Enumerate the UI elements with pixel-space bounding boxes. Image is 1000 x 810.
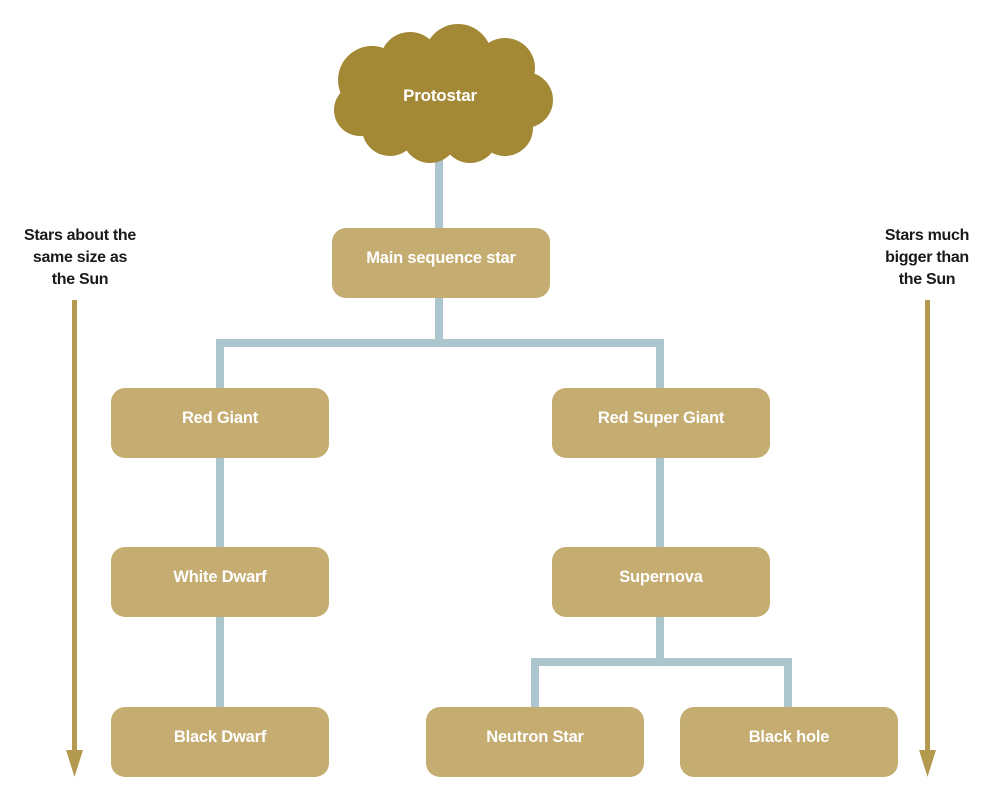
arrow-left [66, 300, 83, 777]
node-main-sequence-star: Main sequence star [332, 228, 550, 298]
node-white-dwarf: White Dwarf [111, 547, 329, 617]
node-red-super-giant: Red Super Giant [552, 388, 770, 458]
left-label-line: Stars about the [24, 227, 136, 244]
node-black-dwarf: Black Dwarf [111, 707, 329, 777]
right-side-label: Stars much bigger than the Sun [862, 225, 992, 291]
arrow-right [919, 300, 936, 777]
connector-supernova-neutron [531, 617, 664, 709]
protostar-cloud [334, 24, 553, 163]
node-black-hole: Black hole [680, 707, 898, 777]
connector-main-branches [216, 298, 443, 390]
node-red-giant: Red Giant [111, 388, 329, 458]
connector-main-to-rsg [439, 339, 664, 390]
right-label-line: Stars much [884, 227, 970, 244]
left-side-label: Stars about the same size as the Sun [5, 225, 155, 291]
left-label-line: the Sun [51, 271, 109, 288]
protostar-label: Protostar [403, 86, 477, 105]
node-neutron-star: Neutron Star [426, 707, 644, 777]
right-label-line: bigger than [885, 249, 969, 266]
connector-supernova-blackhole [660, 658, 792, 709]
node-supernova: Supernova [552, 547, 770, 617]
left-label-line: same size as [32, 249, 128, 266]
right-label-line: the Sun [898, 271, 956, 288]
